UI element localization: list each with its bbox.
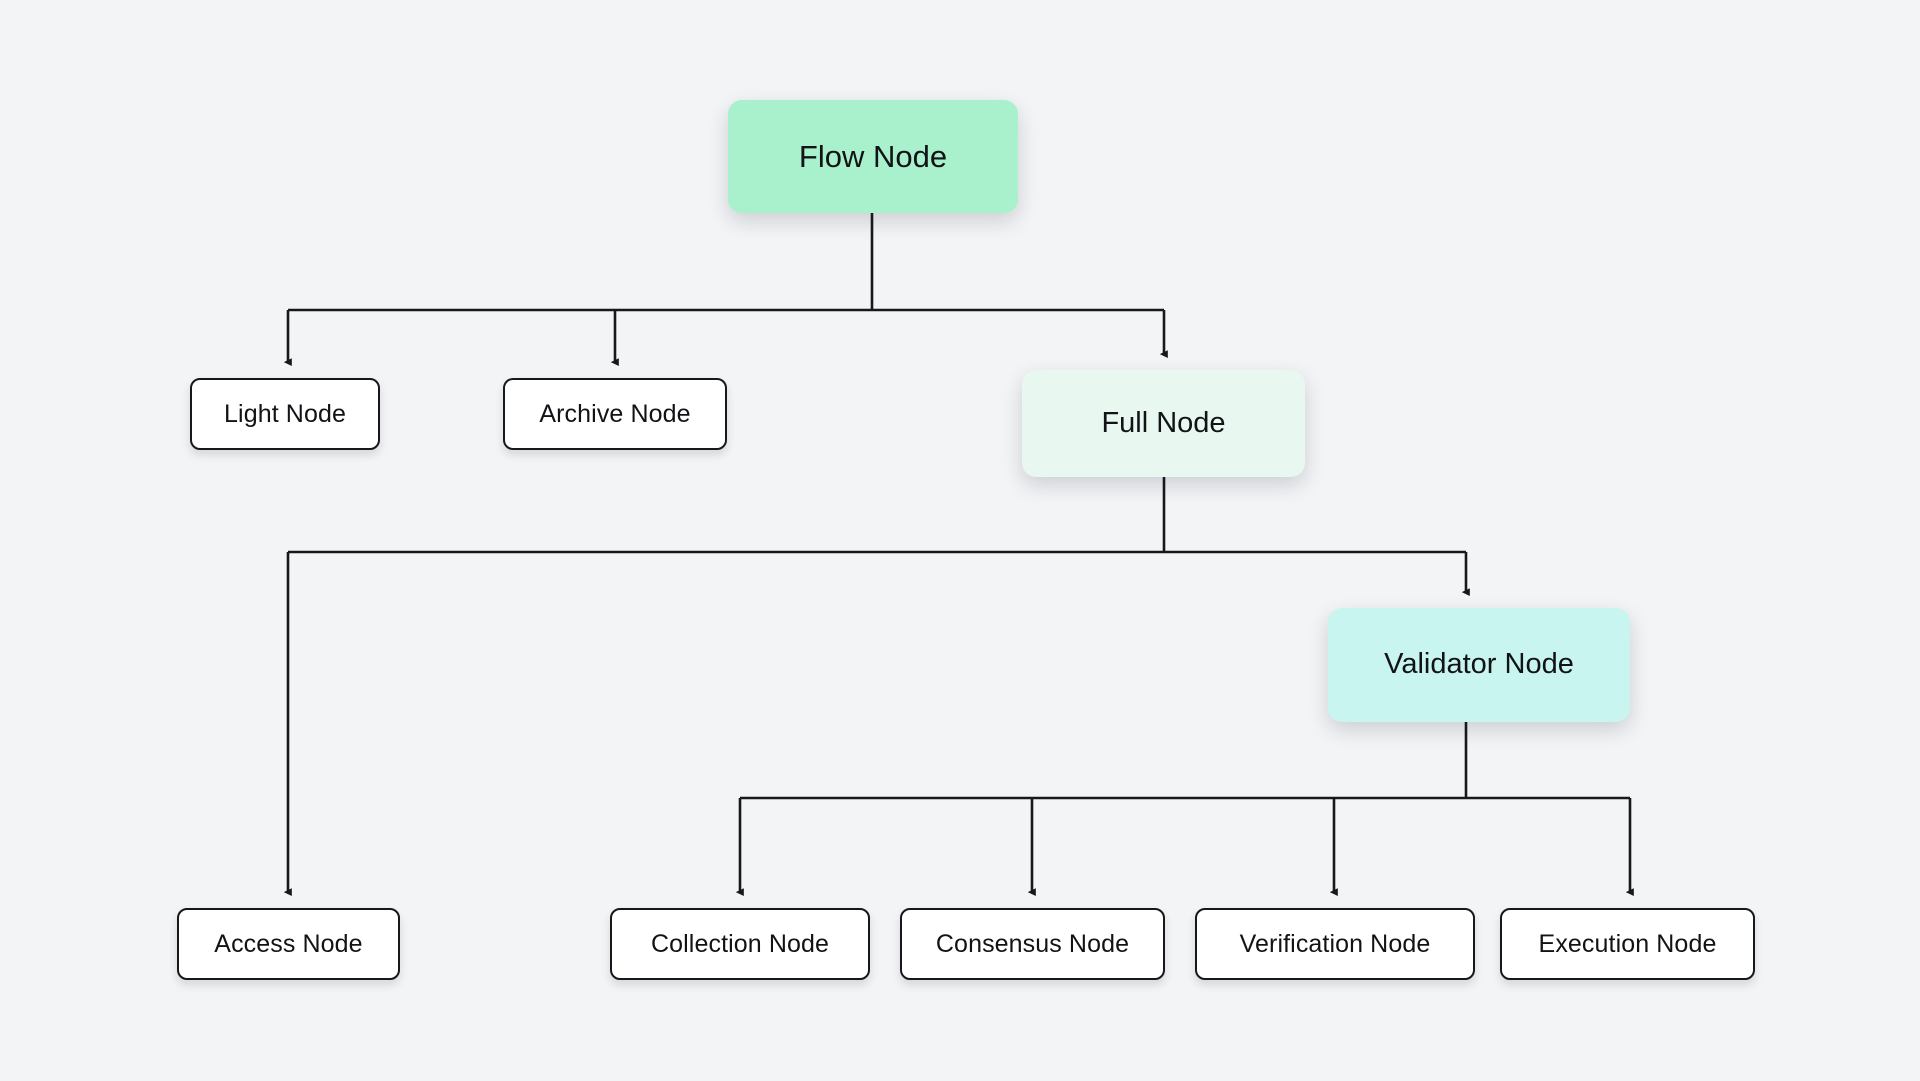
node-label: Archive Node [539, 399, 691, 428]
node-collection-node[interactable]: Collection Node [610, 908, 870, 980]
node-light-node[interactable]: Light Node [190, 378, 380, 450]
node-verification-node[interactable]: Verification Node [1195, 908, 1475, 980]
node-label: Access Node [214, 929, 363, 958]
node-validator-node[interactable]: Validator Node [1328, 608, 1630, 722]
node-label: Light Node [224, 399, 346, 428]
node-execution-node[interactable]: Execution Node [1500, 908, 1755, 980]
node-full-node[interactable]: Full Node [1022, 370, 1305, 477]
node-label: Consensus Node [935, 929, 1130, 958]
node-archive-node[interactable]: Archive Node [503, 378, 727, 450]
node-flow-node[interactable]: Flow Node [728, 100, 1018, 213]
node-label: Collection Node [651, 929, 829, 958]
node-consensus-node[interactable]: Consensus Node [900, 908, 1165, 980]
node-label: Execution Node [1538, 929, 1717, 958]
node-label: Flow Node [798, 138, 948, 174]
node-access-node[interactable]: Access Node [177, 908, 400, 980]
node-label: Verification Node [1239, 929, 1431, 958]
node-label: Full Node [1101, 406, 1226, 439]
node-label: Validator Node [1384, 648, 1574, 681]
